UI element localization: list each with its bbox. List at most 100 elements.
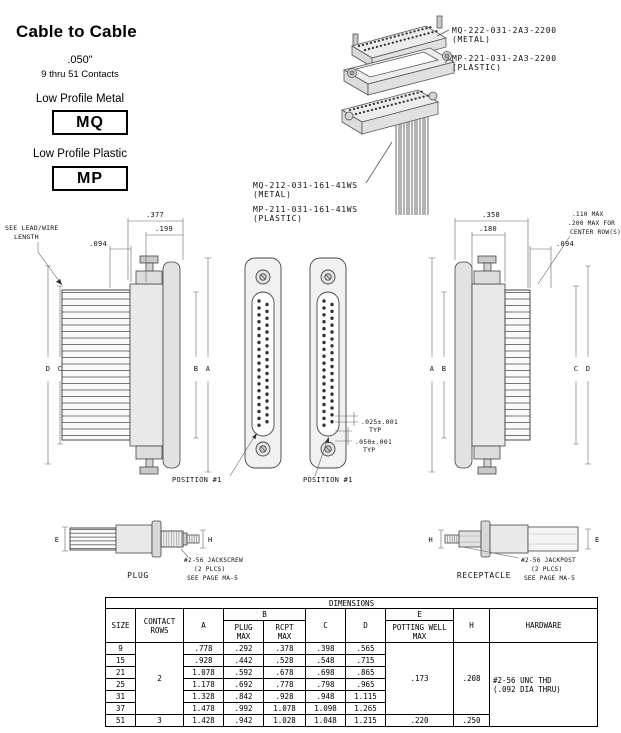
table-cell: 1.328 (183, 690, 224, 703)
col-header-plug-max: PLUG MAX (223, 620, 264, 643)
table-cell: .378 (263, 642, 306, 655)
dimensions-table: DIMENSIONS SIZE CONTACT ROWS A B C D E H… (104, 597, 599, 727)
table-cell: .678 (263, 666, 306, 679)
table-cell: 1.215 (345, 714, 386, 727)
table-cell: .715 (345, 654, 386, 667)
page-title: Cable to Cable (16, 22, 137, 41)
part-number: MP-211-031-161-41WS (253, 205, 358, 214)
col-header-c: C (305, 608, 346, 643)
receptacle-front-view (309, 257, 347, 469)
table-cell: 31 (105, 690, 136, 703)
plastic-series-code-box: MP (52, 166, 128, 191)
position-1-label: POSITION #1 (303, 476, 353, 484)
table-cell: .928 (263, 690, 306, 703)
note-see-lead: SEE LEAD/WIRE (5, 224, 58, 232)
table-cell: .548 (305, 654, 346, 667)
table-cell: 1.078 (263, 702, 306, 715)
table-cell: 51 (105, 714, 136, 727)
table-row: 21 1.078 .592 .678 .698 .865 (105, 666, 598, 679)
plug-side-dimensions (37, 218, 211, 473)
note-jackpost: (2 PLCS) (531, 566, 562, 573)
plug-detail-dimensions (62, 526, 206, 558)
part-number: MQ-222-031-2A3-2200 (452, 26, 557, 35)
table-cell: .442 (223, 654, 264, 667)
table-cell: 1.478 (183, 702, 224, 715)
part-number: MQ-212-031-161-41WS (253, 181, 358, 190)
table-cell: 1.098 (305, 702, 346, 715)
table-cell: .692 (223, 678, 264, 691)
dim-letter: B (194, 365, 199, 373)
table-cell: 9 (105, 642, 136, 655)
dim-label: .199 (155, 225, 173, 233)
table-cell: 25 (105, 678, 136, 691)
dim-label: TYP (369, 426, 381, 434)
table-cell: .292 (223, 642, 264, 655)
note-max-height: .110 MAX (572, 211, 603, 218)
plug-detail-view (69, 520, 200, 558)
contact-insert (316, 291, 340, 437)
table-cell: 1.078 (183, 666, 224, 679)
table-cell: .965 (345, 678, 386, 691)
leader-arrow (325, 437, 329, 444)
table-cell: .778 (183, 642, 224, 655)
iso-assembly-bottom (340, 89, 440, 215)
part-number-note: (METAL) (452, 35, 491, 44)
contact-insert (251, 291, 275, 437)
table-cell: .778 (263, 678, 306, 691)
dim-label: .094 (556, 240, 574, 248)
receptacle-detail-dimensions (438, 528, 591, 559)
note-jackscrew: SEE PAGE MA-5 (187, 575, 238, 582)
receptacle-detail-view (444, 520, 579, 558)
table-cell: .942 (223, 714, 264, 727)
dim-letter: A (430, 365, 435, 373)
table-cell: .698 (305, 666, 346, 679)
plug-view-label: PLUG (127, 571, 149, 580)
note-max-height: .200 MAX FOR (568, 220, 615, 227)
table-cell: 1.265 (345, 702, 386, 715)
table-cell: .220 (385, 714, 454, 727)
dim-letter: E (595, 536, 600, 544)
table-row: 37 1.478 .992 1.078 1.098 1.265 (105, 702, 598, 715)
part-number-note: (PLASTIC) (253, 214, 303, 223)
table-cell: .798 (305, 678, 346, 691)
note-see-lead: LENGTH (14, 233, 39, 241)
table-cell: 1.178 (183, 678, 224, 691)
table-title: DIMENSIONS (104, 597, 599, 609)
table-cell: 21 (105, 666, 136, 679)
series-code-mp: MP (77, 169, 103, 187)
table-cell-hardware: #2-56 UNC THD (.092 DIA THRU) (488, 642, 599, 727)
dim-letter: C (58, 365, 63, 373)
col-header-a: A (183, 608, 224, 643)
table-header-row: SIZE CONTACT ROWS A B C D E H HARDWARE (105, 608, 599, 643)
table-cell: .842 (223, 690, 264, 703)
table-cell: .565 (345, 642, 386, 655)
col-header-d: D (345, 608, 386, 643)
receptacle-view-label: RECEPTACLE (457, 571, 511, 580)
ribbon-cable (395, 117, 429, 215)
col-header-hardware: HARDWARE (488, 608, 599, 643)
metal-series-code-box: MQ (52, 110, 128, 135)
part-number-note: (METAL) (253, 190, 292, 199)
table-cell: 2 (135, 642, 184, 715)
col-header-b: B (223, 608, 306, 621)
leader-arrow (55, 278, 62, 285)
table-row: 51 3 1.428 .942 1.028 1.048 1.215 .220 .… (105, 714, 598, 727)
contact-range: 9 thru 51 Contacts (41, 69, 119, 80)
col-header-size: SIZE (105, 608, 136, 643)
position-1-label: POSITION #1 (172, 476, 222, 484)
table-cell: 3 (135, 714, 184, 727)
table-cell: 1.028 (263, 714, 306, 727)
table-row: 15 .928 .442 .528 .548 .715 (105, 654, 598, 667)
col-header-h: H (453, 608, 490, 643)
table-cell: .398 (305, 642, 346, 655)
dim-label: .180 (479, 225, 497, 233)
leader-arrow (252, 433, 257, 440)
pitch-callouts (335, 412, 358, 445)
iso-assembly-top (342, 15, 456, 96)
pitch-size: .050" (67, 54, 93, 66)
note-jackpost: #2-56 JACKPOST (521, 557, 576, 564)
dim-letter: D (46, 365, 51, 373)
series-code-mq: MQ (76, 113, 104, 131)
table-cell: .528 (263, 654, 306, 667)
